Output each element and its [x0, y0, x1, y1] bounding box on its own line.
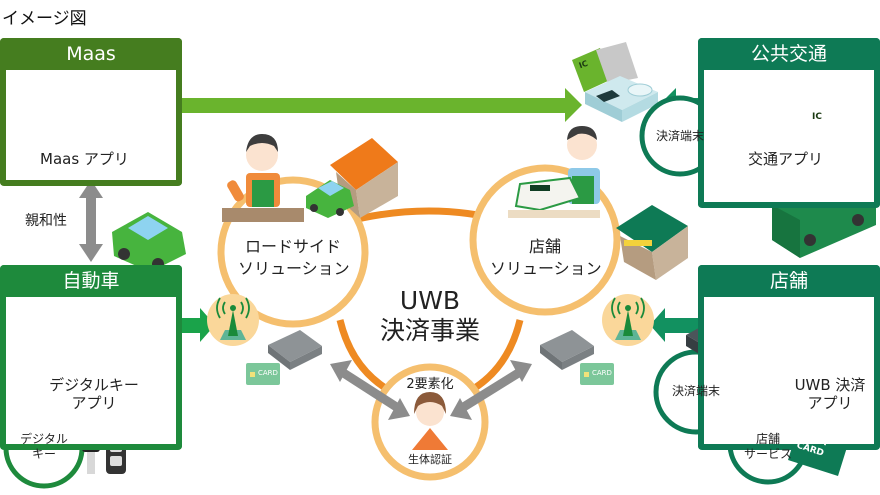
automobile-panel: 自動車	[0, 265, 182, 450]
maas-app-label: Maas アプリ	[40, 150, 129, 168]
transport-app-label: 交通アプリ	[748, 150, 824, 168]
card-icon-right	[580, 363, 614, 385]
store-service-label: 店舗 サービス	[738, 432, 798, 462]
two-factor-label: 2要素化	[406, 377, 454, 392]
roadside-car-icon	[306, 180, 354, 218]
store-clerk-illustration	[508, 126, 600, 218]
car-icon	[112, 212, 186, 272]
digital-key-app-label-line1: デジタルキー	[49, 376, 139, 394]
store-solution-label: 店舗 ソリューション	[490, 236, 602, 280]
store-shop-icon	[616, 205, 688, 280]
transport-terminal-label: 決済端末	[655, 129, 704, 143]
uwb-app-label-line2: アプリ	[807, 394, 853, 412]
store-panel: 店舗	[698, 265, 880, 450]
affinity-label: 親和性	[25, 213, 67, 229]
card-icon-left	[246, 363, 280, 385]
store-terminal-label: 決済端末	[671, 384, 720, 398]
store-solution-line2: ソリューション	[490, 259, 602, 278]
card-label-left: CARD	[258, 369, 278, 377]
store-service-label-line2: サービス	[743, 447, 792, 461]
center-label: UWB 決済事業	[370, 286, 490, 346]
diagram-title: イメージ図	[2, 9, 87, 29]
public-transport-header: 公共交通	[698, 38, 880, 70]
store-header: 店舗	[698, 265, 880, 297]
gray-arrow-right	[450, 360, 532, 420]
card-label-right: CARD	[592, 369, 612, 377]
antenna-icon-right	[602, 294, 654, 346]
digital-key-label: デジタル キー	[14, 432, 74, 462]
digital-key-app-label-line2: アプリ	[71, 394, 117, 412]
roadside-solution-label: ロードサイド ソリューション	[238, 236, 350, 280]
center-label-line2: 決済事業	[379, 316, 480, 345]
uwb-app-label: UWB 決済 アプリ	[780, 376, 880, 412]
digital-key-label-line2: キー	[31, 447, 56, 461]
arrow-maas-to-reader	[110, 88, 582, 122]
automobile-header: 自動車	[0, 265, 182, 297]
digital-key-label-line1: デジタル	[20, 432, 68, 446]
payment-terminal-right	[540, 330, 594, 370]
biometric-face-icon	[412, 392, 448, 450]
public-transport-panel: 公共交通	[698, 38, 880, 208]
maas-panel: Maas	[0, 38, 182, 186]
antenna-icon-left	[207, 294, 259, 346]
transport-ic-label: IC	[812, 112, 822, 122]
roadside-clerk-illustration	[222, 134, 304, 222]
uwb-app-label-line1: UWB 決済	[794, 376, 866, 394]
store-service-label-line1: 店舗	[755, 432, 780, 446]
roadside-solution-line2: ソリューション	[238, 259, 350, 278]
roadside-solution-line1: ロードサイド	[244, 237, 341, 256]
center-label-line1: UWB	[399, 286, 461, 315]
maas-header: Maas	[0, 38, 182, 70]
affinity-arrow	[79, 180, 103, 262]
gray-arrow-left	[330, 360, 410, 420]
store-solution-line1: 店舗	[528, 237, 561, 256]
digital-key-app-label: デジタルキー アプリ	[40, 376, 148, 412]
ic-reader-icon	[572, 42, 658, 122]
biometric-auth-label: 生体認証	[408, 453, 452, 466]
